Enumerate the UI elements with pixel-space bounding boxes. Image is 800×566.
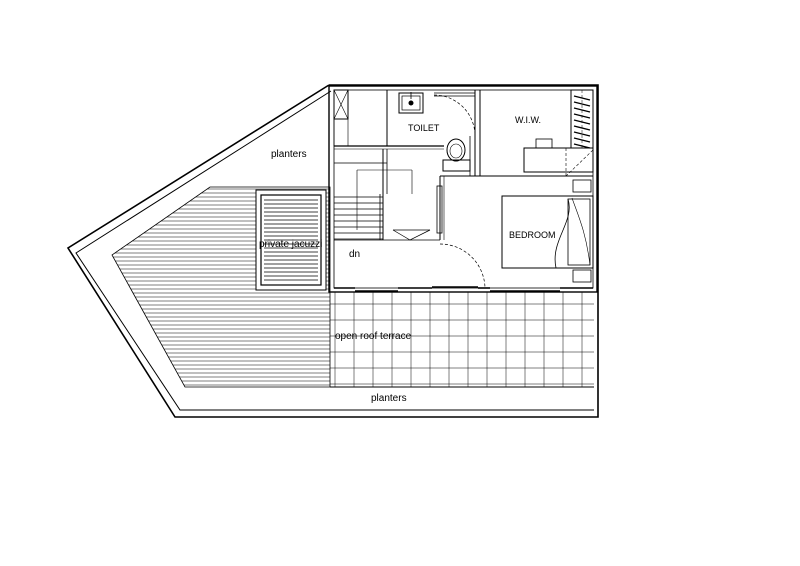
basin-icon bbox=[398, 92, 424, 114]
hanger-line bbox=[573, 131, 591, 137]
staircase bbox=[334, 149, 431, 241]
jacuzzi-label: private jacuzzi bbox=[259, 239, 322, 250]
wiw-label: W.I.W. bbox=[515, 115, 541, 125]
outer-wall bbox=[66, 84, 599, 418]
building-walls bbox=[328, 85, 598, 293]
stair-door bbox=[436, 185, 486, 289]
shower-cabinet bbox=[333, 89, 349, 147]
planters-bottom-label: planters bbox=[371, 393, 407, 404]
bed-icon bbox=[501, 179, 594, 283]
toilet-label: TOILET bbox=[408, 123, 440, 133]
terrace-label: open roof terrace bbox=[335, 331, 412, 342]
toilet-icon bbox=[442, 138, 471, 172]
stair-down-label: dn bbox=[349, 249, 360, 260]
planters-top-label: planters bbox=[271, 149, 307, 160]
bedroom-label: BEDROOM bbox=[509, 230, 556, 240]
wardrobe bbox=[523, 89, 594, 177]
jacuzzi bbox=[255, 189, 327, 291]
toilet-door bbox=[433, 92, 476, 176]
hanger-line bbox=[573, 101, 591, 107]
